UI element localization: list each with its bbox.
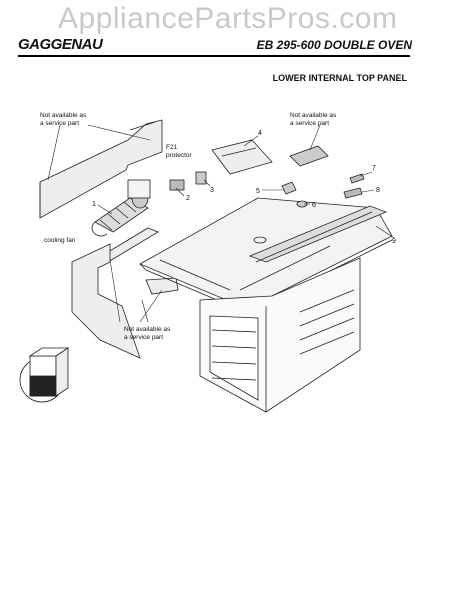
callout-not-available-bottom-1: Not available as [124,326,171,333]
header-rule [18,55,410,57]
clip-part [281,181,297,195]
callout-f21-line1: F21 [166,144,178,151]
part-number-2: 2 [186,195,190,202]
cover-plate [211,139,273,175]
small-bracket [195,171,207,185]
oven-cavity-frame [199,257,361,413]
leader-lines [47,124,395,323]
callout-not-available-left-2: a service part [40,120,79,127]
sensor-part [349,173,365,184]
callout-cooling-fan: cooling fan [44,237,76,244]
part-number-9: 9 [392,238,396,245]
brand-logo: GAGGENAU [18,36,103,53]
service-part-top-right [289,145,329,167]
switch-part [343,187,363,199]
part-number-4: 4 [258,130,262,137]
left-rear-panel [39,119,163,219]
callout-f21-line2: protector [166,152,192,159]
watermark-text: AppliancePartsPros.com [58,2,398,35]
section-title: LOWER INTERNAL TOP PANEL [272,73,407,83]
part-number-6: 6 [312,202,316,209]
part-number-5: 5 [256,188,260,195]
part-number-8: 8 [376,187,380,194]
callout-not-available-top-1: Not available as [290,112,337,119]
model-title: EB 295-600 DOUBLE OVEN [256,38,412,52]
callout-not-available-left-1: Not available as [40,112,87,119]
left-side-panel [71,243,141,359]
rail-part [248,205,388,263]
callout-not-available-bottom-2: a service part [124,334,163,341]
oven-locator-icon [19,347,70,403]
part-number-1: 1 [92,201,96,208]
cooling-fan [91,179,151,237]
part-number-3: 3 [210,187,214,194]
callout-not-available-top-2: a service part [290,120,329,127]
f21-protector-part [169,179,185,191]
left-side-strip [145,277,179,295]
part-number-7: 7 [372,165,376,172]
